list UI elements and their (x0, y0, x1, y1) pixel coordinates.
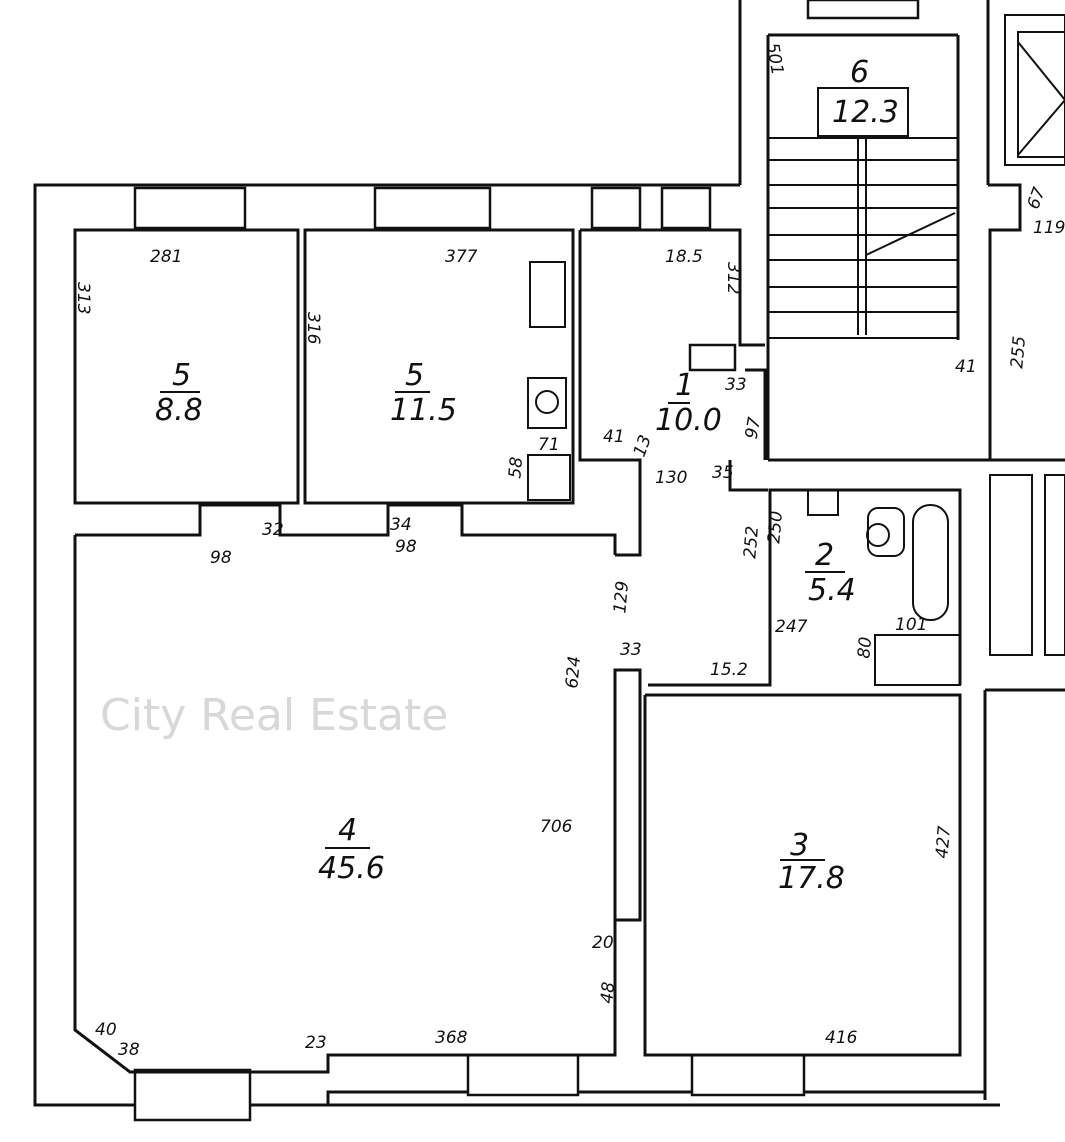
dimension-label: 71 (538, 435, 560, 455)
dimension-label: 377 (445, 247, 478, 267)
dimension-label: 416 (825, 1028, 858, 1048)
dimension-label: 35 (712, 463, 734, 483)
dimension-label: 17.8 (778, 861, 845, 896)
dimension-label: 48 (597, 981, 619, 1004)
dimension-label: 312 (723, 262, 743, 294)
dimension-label: 98 (395, 537, 417, 557)
dimension-label: 1 (675, 368, 694, 403)
staircase (768, 87, 958, 339)
room-2-label: 25.4 (805, 538, 856, 608)
dimension-label: 281 (150, 247, 182, 267)
dimension-label: 32 (262, 520, 284, 540)
room-6-label: 612.3 (832, 55, 899, 130)
dimension-label: 34 (390, 515, 412, 535)
dimension-label: 41 (603, 427, 625, 447)
dimension-label: 5 (172, 358, 191, 393)
dimension-label: 45.6 (318, 851, 385, 886)
dimension-label: 706 (540, 817, 573, 837)
windows (133, 186, 806, 1122)
dimension-label: 15.2 (710, 660, 748, 680)
dimension-label: 130 (655, 468, 687, 488)
room-walls (73, 228, 992, 1074)
dimension-label: 10.0 (655, 403, 722, 438)
dimension-label: 38 (118, 1040, 140, 1060)
dimension-label: 129 (610, 580, 633, 614)
dimension-label: 41 (955, 357, 977, 377)
dimension-labels: 281 313 316 377 18.5 312 33 97 41 13 130… (73, 41, 1065, 1060)
dimension-label: 33 (725, 375, 747, 395)
dimension-label: 252 (740, 525, 763, 559)
room-5a-label: 58.8 (155, 358, 203, 428)
watermark: City Real Estate (100, 690, 448, 741)
dimension-label: 11.5 (390, 393, 457, 428)
dimension-label: 6 (850, 55, 869, 90)
dimension-label: 5.4 (808, 573, 856, 608)
dimension-label: 255 (1007, 335, 1030, 369)
room-labels: 58.8 511.5 110.0 25.4 317.8 445.6 612.3 (155, 55, 899, 896)
dimension-label: 4 (338, 813, 357, 848)
dimension-label: 313 (73, 282, 93, 314)
dimension-label: 20 (592, 933, 614, 953)
dimension-label: 97 (742, 416, 765, 441)
dimension-label: 501 (762, 41, 787, 76)
room-3-label: 317.8 (778, 828, 845, 896)
dimension-label: 368 (435, 1028, 468, 1048)
dimension-label: 67 (1024, 185, 1050, 212)
dimension-label: 316 (303, 312, 323, 345)
dimension-label: 23 (305, 1033, 327, 1053)
dimension-label: 119 (1033, 218, 1065, 238)
dimension-label: 58 (505, 456, 527, 479)
room-5b-label: 511.5 (390, 358, 457, 428)
dimension-label: 3 (790, 828, 809, 863)
room-4-label: 445.6 (318, 813, 385, 886)
dimension-label: 101 (895, 615, 927, 635)
dimension-label: 13 (630, 432, 656, 459)
dimension-label: 80 (854, 636, 876, 659)
dimension-label: 427 (932, 825, 955, 859)
dimension-label: 8.8 (155, 393, 203, 428)
dimension-label: 33 (620, 640, 642, 660)
dimension-label: 247 (775, 617, 808, 637)
dimension-label: 624 (562, 655, 585, 689)
dimension-label: 12.3 (832, 95, 899, 130)
room-1-label: 110.0 (655, 368, 722, 438)
dimension-label: 40 (95, 1020, 117, 1040)
dimension-label: 18.5 (665, 247, 703, 267)
dimension-label: 250 (764, 510, 787, 544)
dimension-label: 5 (405, 358, 424, 393)
outer-walls (33, 0, 1065, 1107)
dimension-label: 2 (815, 538, 834, 573)
dimension-label: 98 (210, 548, 232, 568)
